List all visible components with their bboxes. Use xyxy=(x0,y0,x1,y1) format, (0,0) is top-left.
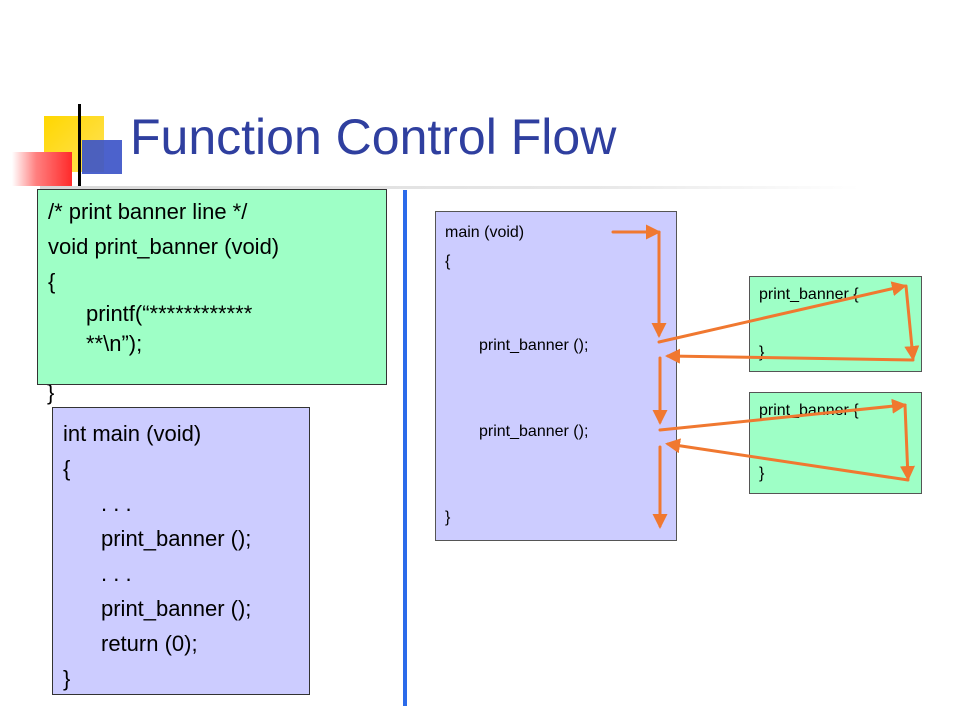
title-underline xyxy=(40,186,860,189)
flow-main-box: main (void) { print_banner (); print_ban… xyxy=(435,211,677,541)
main-code-line: print_banner (); xyxy=(101,526,252,551)
callee-box-1: print_banner { } xyxy=(749,276,922,372)
main-code-line: } xyxy=(63,666,71,691)
main-code-line: int main (void) xyxy=(63,421,202,446)
main-code-line: . . . xyxy=(101,491,132,516)
flow-main-close-brace: } xyxy=(445,509,451,526)
title-decoration-line xyxy=(78,104,81,204)
function-code-line: void print_banner (void) xyxy=(48,234,280,259)
flow-main-open-brace: { xyxy=(445,253,451,270)
title-decoration-red xyxy=(12,152,72,186)
function-code-line: /* print banner line */ xyxy=(48,199,248,224)
main-code-line: print_banner (); xyxy=(101,596,252,621)
slide-title: Function Control Flow xyxy=(130,109,617,165)
flow-main-header: main (void) xyxy=(445,224,525,241)
main-code-line: . . . xyxy=(101,561,132,586)
callee-1-header: print_banner { xyxy=(759,286,859,303)
function-closing-brace: } xyxy=(47,380,55,405)
callee-box-2: print_banner { } xyxy=(749,392,922,494)
function-code-line: **\n”); xyxy=(86,331,143,356)
function-code-line: { xyxy=(48,269,56,294)
main-code-line: return (0); xyxy=(101,631,198,656)
callee-2-close-brace: } xyxy=(759,465,765,482)
flow-main-call-1: print_banner (); xyxy=(479,337,589,354)
flow-main-call-2: print_banner (); xyxy=(479,423,589,440)
title-decoration-blue xyxy=(82,140,122,174)
callee-1-close-brace: } xyxy=(759,344,765,361)
function-code-line: printf(“************ xyxy=(86,301,253,326)
callee-2-header: print_banner { xyxy=(759,402,859,419)
function-code-box: /* print banner line */ void print_banne… xyxy=(37,189,387,385)
main-code-line: { xyxy=(63,456,71,481)
vertical-divider xyxy=(403,190,407,706)
main-code-box: int main (void) { . . . print_banner ();… xyxy=(52,407,310,695)
